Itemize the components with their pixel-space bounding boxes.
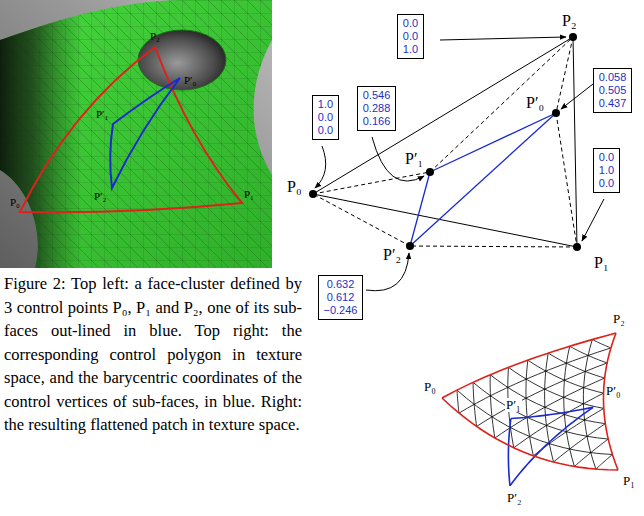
patch-outline: [442, 333, 616, 398]
coordinate-box: 1.00.00.0: [312, 95, 339, 140]
barycentric-value: 0.0: [598, 151, 615, 164]
point-label: P′₁: [96, 108, 108, 120]
leader-arrow: [372, 137, 424, 181]
barycentric-value: 0.058: [598, 71, 627, 84]
sub-face-edge: [410, 172, 430, 246]
figure-caption: Figure 2: Top left: a face-cluster defin…: [4, 272, 302, 437]
patch-mesh-line: [495, 378, 605, 438]
patch-mesh-line: [473, 382, 477, 426]
point-label: P′₂: [383, 246, 401, 264]
coordinate-box: 0.00.01.0: [397, 14, 424, 59]
point-label: P₂: [562, 12, 576, 30]
point-label: P′₁: [405, 150, 423, 168]
leader-arrow: [561, 84, 593, 109]
barycentric-value: 0.0: [402, 17, 419, 30]
patch-mesh-line: [508, 367, 603, 408]
point-label: P₀: [423, 380, 437, 394]
point-label: P′₀: [184, 74, 196, 86]
control-point: [569, 33, 577, 41]
patch-mesh-line: [490, 375, 495, 438]
coordinate-box: 0.6320.612−0.246: [318, 275, 363, 320]
patch-mesh-line: [554, 424, 606, 462]
patch-mesh-line: [548, 353, 604, 378]
render-background: [0, 0, 272, 268]
barycentric-value: 0.0: [402, 30, 419, 43]
point-label: P′₂: [94, 190, 106, 202]
barycentric-value: 0.0: [317, 124, 334, 137]
dashed-edge: [430, 37, 573, 172]
face-cluster-outline: [20, 47, 242, 212]
patch-mesh-line: [457, 390, 459, 413]
coordinate-box: 0.01.00.0: [593, 148, 620, 193]
point-label: P′₁: [505, 398, 522, 412]
dashed-edge: [313, 172, 430, 194]
barycentric-value: −0.246: [323, 304, 358, 317]
polygon-edge: [313, 194, 577, 247]
point-label: P₁: [244, 188, 254, 200]
barycentric-value: 0.0: [598, 177, 615, 190]
patch-mesh-line: [526, 360, 533, 456]
control-point: [406, 242, 414, 250]
patch-sub-face: [510, 407, 593, 486]
barycentric-value: 1.0: [598, 164, 615, 177]
coordinate-box: 0.0580.5050.437: [593, 68, 632, 113]
control-point: [552, 109, 560, 117]
patch-mesh-line: [570, 346, 607, 363]
control-point: [573, 243, 581, 251]
barycentric-value: 0.288: [362, 102, 391, 115]
barycentric-value: 1.0: [317, 98, 334, 111]
barycentric-value: 0.546: [362, 89, 391, 102]
point-label: P₂: [150, 30, 160, 42]
patch-mesh-line: [596, 454, 613, 469]
leader-arrow: [582, 199, 604, 241]
patch-mesh-line: [514, 393, 604, 448]
leader-arrow: [315, 146, 326, 188]
barycentric-value: 0.437: [598, 97, 627, 110]
point-label: P₀: [10, 196, 20, 208]
patch-mesh-line: [457, 390, 612, 454]
point-label: P′₀: [526, 94, 544, 112]
mesh-hole: [138, 30, 226, 90]
barycentric-value: 1.0: [402, 43, 419, 56]
point-label: P₁: [622, 474, 636, 488]
patch-mesh-line: [528, 360, 604, 393]
sub-face-edge: [410, 113, 556, 246]
point-label: P₀: [287, 178, 301, 196]
patch-mesh-line: [592, 340, 611, 348]
sub-face-edge: [430, 113, 556, 172]
leader-arrow: [440, 37, 566, 40]
dashed-edge: [313, 194, 410, 246]
point-label: P′₂: [506, 491, 523, 505]
barycentric-value: 0.166: [362, 115, 391, 128]
coordinate-box: 0.5460.2880.166: [357, 86, 396, 131]
dashed-edge: [556, 113, 577, 247]
control-point: [426, 168, 434, 176]
patch-sub-face: [508, 418, 511, 485]
barycentric-value: 0.505: [598, 84, 627, 97]
mesh-rendering: [0, 0, 272, 268]
point-label: P₁: [594, 254, 608, 272]
point-label: P₂: [612, 312, 626, 326]
polygon-edge: [573, 37, 577, 247]
patch-outline: [442, 398, 618, 470]
control-point: [309, 190, 317, 198]
point-label: P′₀: [605, 384, 622, 398]
patch-outline: [604, 333, 619, 470]
leader-arrows: [315, 37, 604, 291]
barycentric-value: 0.632: [323, 278, 358, 291]
sub-face-outline: [110, 78, 180, 188]
barycentric-value: 0.0: [317, 111, 334, 124]
mesh-body: [0, 0, 272, 268]
polygon-edge: [313, 37, 573, 194]
barycentric-value: 0.612: [323, 291, 358, 304]
dashed-edge: [410, 246, 577, 247]
